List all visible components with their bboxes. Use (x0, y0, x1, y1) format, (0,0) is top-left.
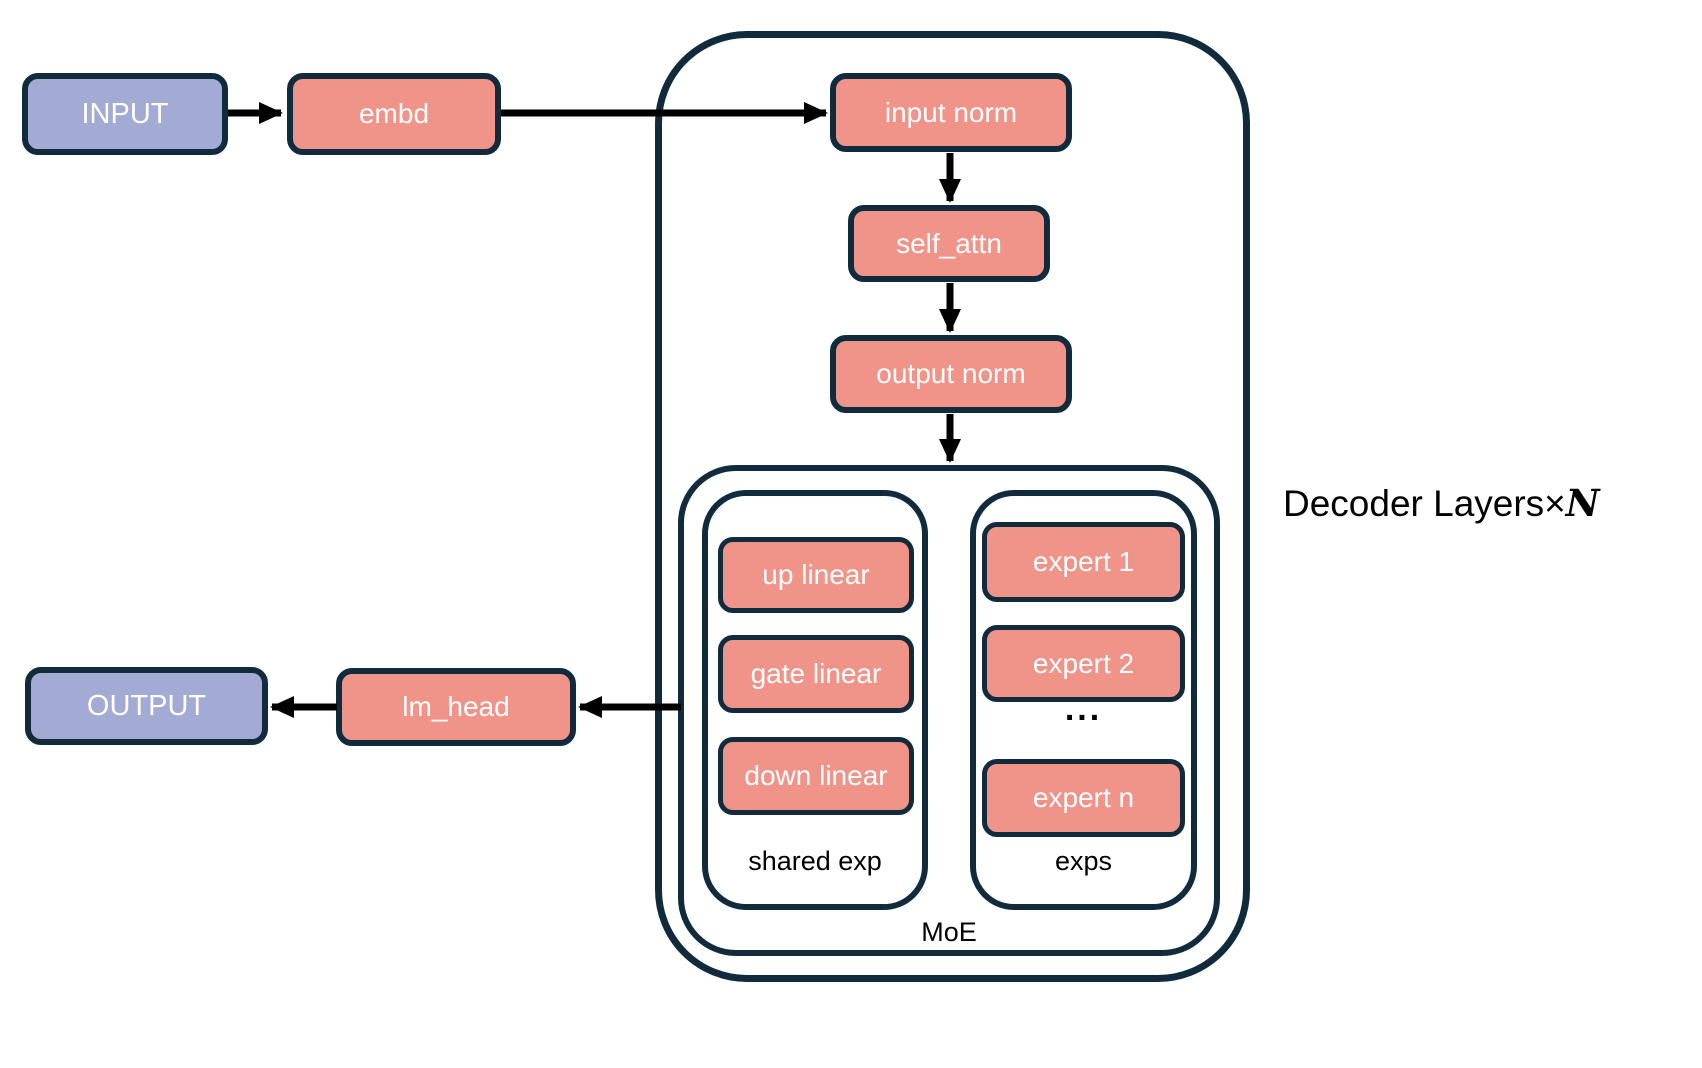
moe-container: up linear gate linear down linear shared… (678, 465, 1220, 956)
gate-linear-node: gate linear (718, 635, 914, 713)
input-norm-node: input norm (830, 73, 1072, 152)
expert-n-node: expert n (982, 759, 1185, 837)
expert-1-node: expert 1 (982, 522, 1185, 602)
moe-label: MoE (921, 917, 977, 947)
shared-exp-label: shared exp (748, 846, 882, 876)
output-norm-node: output norm (830, 335, 1072, 413)
shared-expert-container: up linear gate linear down linear shared… (702, 490, 928, 910)
exps-label: exps (1054, 846, 1113, 876)
experts-ellipsis: ... (1064, 690, 1103, 728)
decoder-layers-container: input norm self_attn output norm up line… (655, 31, 1250, 982)
down-linear-node: down linear (718, 737, 914, 815)
input-node: INPUT (22, 73, 228, 155)
experts-container: expert 1 expert 2 ... expert n exps (970, 490, 1197, 910)
embd-node: embd (287, 73, 501, 155)
decoder-layers-text: Decoder Layers× (1283, 483, 1566, 524)
self-attn-node: self_attn (848, 205, 1050, 282)
decoder-layers-label: Decoder Layers×N (1283, 483, 1600, 524)
expert-2-node: expert 2 (982, 625, 1185, 702)
output-node: OUTPUT (25, 667, 268, 745)
lm-head-node: lm_head (336, 668, 576, 746)
decoder-layers-n-symbol: N (1565, 481, 1600, 525)
up-linear-node: up linear (718, 537, 914, 613)
